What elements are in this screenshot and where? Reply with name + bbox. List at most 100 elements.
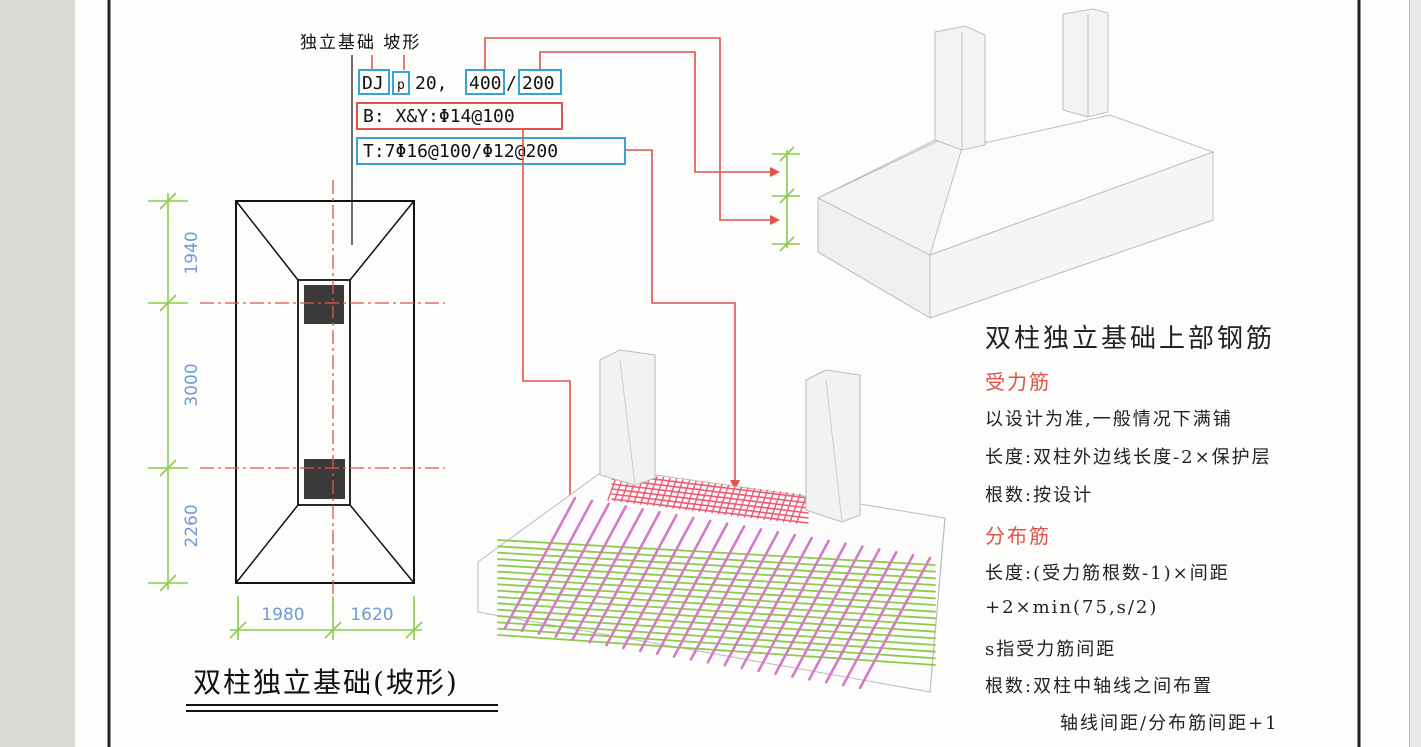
note-line: s指受力筋间距 bbox=[985, 639, 1117, 660]
rebar-bar bbox=[611, 483, 809, 509]
rebar-bar bbox=[497, 551, 936, 580]
rebar-bar bbox=[757, 539, 830, 673]
rebar-bar bbox=[571, 508, 644, 641]
dj-box bbox=[358, 69, 390, 95]
rebar-bar bbox=[706, 530, 780, 664]
code-slash: / bbox=[506, 73, 517, 94]
rebar-bar bbox=[672, 479, 684, 509]
rebar-bar bbox=[537, 502, 611, 636]
rebar-bar bbox=[665, 478, 678, 508]
rebar-bar bbox=[611, 498, 809, 524]
rebar-bar bbox=[652, 476, 665, 507]
rebar-bar bbox=[774, 542, 847, 676]
note-line: 根数:双柱中轴线之间布置 bbox=[985, 676, 1214, 697]
top-rebar-text: T:7Φ16@100/Φ12@200 bbox=[363, 141, 558, 162]
rebar-bar bbox=[737, 487, 749, 517]
rebar-bar bbox=[646, 476, 658, 506]
rebar-bar bbox=[750, 488, 762, 519]
rebar-bar bbox=[704, 483, 717, 513]
rebar-bar bbox=[841, 553, 915, 687]
rebar-bar bbox=[497, 583, 936, 613]
rebar-bar bbox=[763, 490, 775, 520]
dim-3000: 3000 bbox=[182, 363, 202, 406]
plan-view bbox=[200, 180, 445, 612]
rebar-bar bbox=[554, 505, 628, 638]
plan-title: 双柱独立基础(坡形) bbox=[193, 666, 459, 699]
code-h2: 200 bbox=[522, 73, 555, 94]
rebar-bar bbox=[711, 484, 723, 514]
rebar-bar bbox=[497, 608, 936, 640]
rebar-bar bbox=[611, 493, 809, 519]
dim-2260: 2260 bbox=[182, 504, 202, 547]
rebar-bar bbox=[659, 477, 671, 508]
rebar-bar bbox=[497, 545, 936, 573]
rebar-bar bbox=[795, 494, 808, 524]
column-bottom bbox=[304, 459, 345, 499]
rebar-bar bbox=[858, 556, 932, 690]
leader-arrows bbox=[484, 37, 770, 558]
note-line: 根数:按设计 bbox=[985, 485, 1094, 506]
height-dims bbox=[772, 146, 800, 252]
rebar-bar bbox=[503, 496, 577, 630]
code-h1: 400 bbox=[469, 73, 502, 94]
rebar-bar bbox=[622, 516, 695, 650]
code-p: p bbox=[397, 78, 405, 93]
column-top bbox=[304, 285, 344, 324]
section-title-distribution-rebar: 分布筋 bbox=[985, 524, 1051, 548]
rebar-bar bbox=[824, 550, 898, 684]
note-line: 长度:(受力筋根数-1)×间距 bbox=[985, 563, 1230, 584]
note-line: 长度:双柱外边线长度-2×保护层 bbox=[985, 447, 1272, 468]
rebar-bar bbox=[655, 522, 729, 656]
dim-1620: 1620 bbox=[350, 605, 393, 625]
bottom-rebar-text: B: X&Y:Φ14@100 bbox=[363, 106, 515, 127]
foundation-3d-top bbox=[817, 8, 1215, 319]
rebar-bar bbox=[807, 548, 881, 681]
rebar-bar bbox=[685, 480, 697, 511]
rebar-bar bbox=[789, 493, 801, 524]
code-title: 独立基础 坡形 bbox=[300, 33, 421, 53]
rebar-bar bbox=[724, 485, 736, 516]
rebar-bar bbox=[497, 615, 936, 646]
notes-heading: 双柱独立基础上部钢筋 bbox=[985, 324, 1276, 354]
rebar-bar bbox=[740, 536, 813, 670]
top-rebar-box bbox=[356, 137, 626, 165]
note-line: 轴线间距/分布筋间距+1 bbox=[1060, 713, 1279, 734]
section-title-main-rebar: 受力筋 bbox=[985, 370, 1051, 394]
rebar-bar bbox=[743, 488, 756, 518]
rebar-bar bbox=[791, 545, 864, 678]
rebar-bar bbox=[689, 528, 763, 661]
rebar-bar bbox=[723, 533, 797, 667]
page-edge bbox=[1409, 0, 1421, 747]
rebar-bar bbox=[497, 621, 936, 653]
rebar-bar bbox=[717, 484, 730, 515]
bottom-rebar-box bbox=[356, 102, 563, 130]
rebar-bar bbox=[497, 577, 936, 606]
rebar-bar bbox=[769, 491, 782, 521]
p-box bbox=[392, 71, 410, 95]
vertical-dims bbox=[148, 192, 188, 592]
rebar-bar bbox=[605, 513, 678, 647]
rebar-bar bbox=[497, 539, 936, 566]
rebar-bar bbox=[497, 634, 936, 666]
rebar-bar bbox=[730, 486, 743, 516]
rebar-bar bbox=[672, 525, 746, 658]
rebar-3d bbox=[477, 349, 946, 693]
rebar-bar bbox=[776, 492, 788, 522]
rebar-bar bbox=[698, 482, 710, 512]
rebar-bar bbox=[520, 499, 594, 633]
note-line: 以设计为准,一般情况下满铺 bbox=[985, 409, 1233, 430]
code-num: 20, bbox=[415, 73, 448, 94]
rebar-bar bbox=[782, 492, 795, 523]
rebar-bar bbox=[691, 481, 704, 512]
dim-1980: 1980 bbox=[261, 605, 304, 625]
horizontal-dims bbox=[229, 596, 423, 640]
dim-1940: 1940 bbox=[182, 231, 202, 274]
rebar-bar bbox=[756, 489, 769, 520]
rebar-bar bbox=[678, 480, 691, 510]
rebar-bar bbox=[638, 519, 712, 653]
rebar-bar bbox=[588, 510, 661, 644]
note-line: +2×min(75,s/2) bbox=[985, 597, 1159, 618]
rebar-bar bbox=[611, 478, 809, 504]
code-dj: DJ bbox=[362, 73, 384, 94]
